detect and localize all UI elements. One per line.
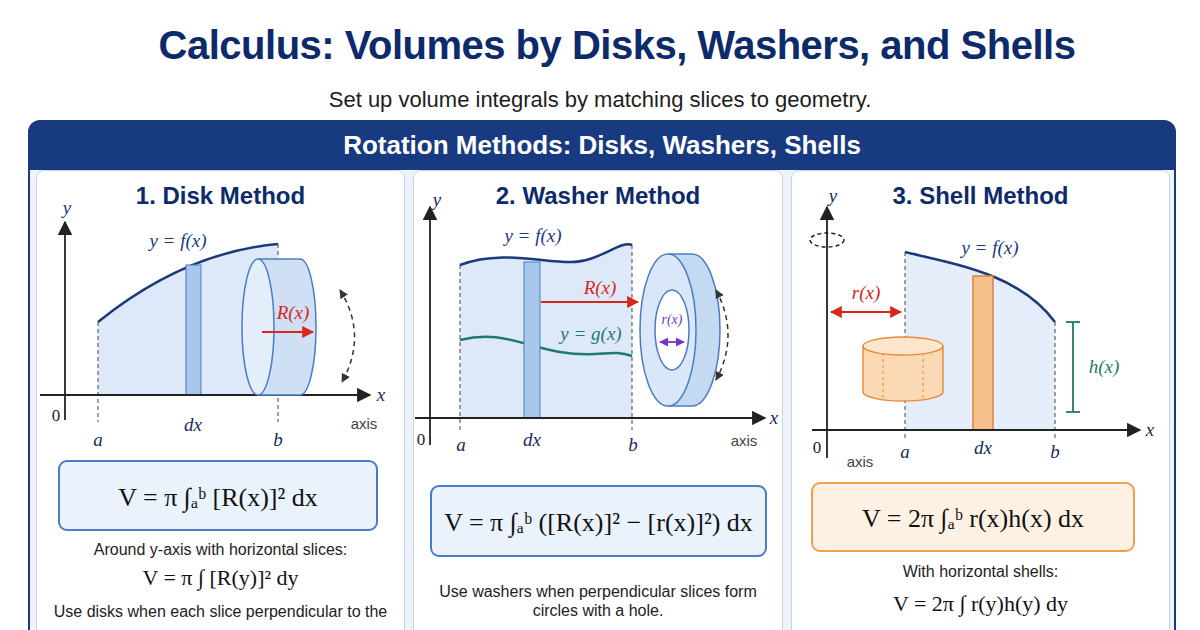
axis-note: axis xyxy=(731,432,758,450)
page-title: Calculus: Volumes by Disks, Washers, and… xyxy=(159,21,1076,69)
method-heading: 3. Shell Method xyxy=(892,182,1068,211)
description: Use disks when each slice perpendicular … xyxy=(54,602,388,621)
formula: V = π ∫ [R(y)]² dy xyxy=(142,565,298,591)
method-column: V = π ∫ₐᵇ ([R(x)]² − [r(x)]²) dx 2. Washe… xyxy=(413,170,783,630)
panel-heading: Rotation Methods: Disks, Washers, Shells xyxy=(343,130,861,161)
math-label: y = g(x) xyxy=(560,323,621,346)
math-label: a xyxy=(93,429,103,452)
math-label: h(x) xyxy=(1089,356,1120,379)
panel-ground-part xyxy=(28,120,1176,630)
math-label: y xyxy=(829,185,837,208)
math-label: y = f(x) xyxy=(961,237,1018,260)
axis-note: axis xyxy=(847,453,874,471)
formula: V = 2π ∫ r(y)h(y) dy xyxy=(893,591,1068,617)
math-label: R(x) xyxy=(277,302,310,325)
panel-ground xyxy=(28,120,1176,630)
math-label: y xyxy=(63,197,71,220)
math-label: b xyxy=(628,434,638,457)
description: Use washers when perpendicular slices fo… xyxy=(433,582,763,620)
math-label: b xyxy=(1050,441,1060,464)
math-label: a xyxy=(900,441,910,464)
math-label: dx xyxy=(523,429,541,452)
math-label: b xyxy=(273,429,283,452)
formula: V = π ∫ₐᵇ [R(x)]² dx xyxy=(118,482,318,513)
formula-box: V = 2π ∫ₐᵇ r(x)h(x) dx xyxy=(811,482,1135,552)
math-label: y = f(x) xyxy=(149,230,206,253)
method-heading: 1. Disk Method xyxy=(136,182,305,211)
page-caption: Set up volume integrals by matching slic… xyxy=(329,87,872,113)
axis-note: axis xyxy=(351,415,378,433)
math-label: r(x) xyxy=(662,312,683,329)
note-text: With horizontal shells: xyxy=(903,562,1059,581)
math-label: x xyxy=(377,384,385,407)
formula-box: V = π ∫ₐᵇ ([R(x)]² − [r(x)]²) dx xyxy=(430,485,767,557)
math-label: dx xyxy=(974,437,992,460)
math-label: dx xyxy=(184,414,202,437)
math-label: R(x) xyxy=(584,277,617,300)
note-text: Around y-axis with horizontal slices: xyxy=(94,540,347,559)
methods-panel: V = π ∫ₐᵇ [R(x)]² dx 1. Disk MethodAround… xyxy=(28,120,1176,630)
math-label: y xyxy=(433,189,441,212)
math-label: x xyxy=(770,407,778,430)
math-label: r(x) xyxy=(852,282,880,305)
axis-origin: 0 xyxy=(813,438,822,458)
formula: V = π ∫ₐᵇ ([R(x)]² − [r(x)]²) dx xyxy=(444,507,753,538)
axis-origin: 0 xyxy=(417,430,426,450)
math-label: x xyxy=(1146,419,1154,442)
math-label: a xyxy=(456,434,466,457)
method-heading: 2. Washer Method xyxy=(496,182,700,211)
formula-box: V = π ∫ₐᵇ [R(x)]² dx xyxy=(58,460,378,531)
method-column: V = π ∫ₐᵇ [R(x)]² dx 1. Disk MethodAround… xyxy=(36,170,405,630)
axis-origin: 0 xyxy=(52,406,61,426)
math-label: y = f(x) xyxy=(504,225,561,248)
formula: V = 2π ∫ₐᵇ r(x)h(x) dx xyxy=(862,503,1084,534)
